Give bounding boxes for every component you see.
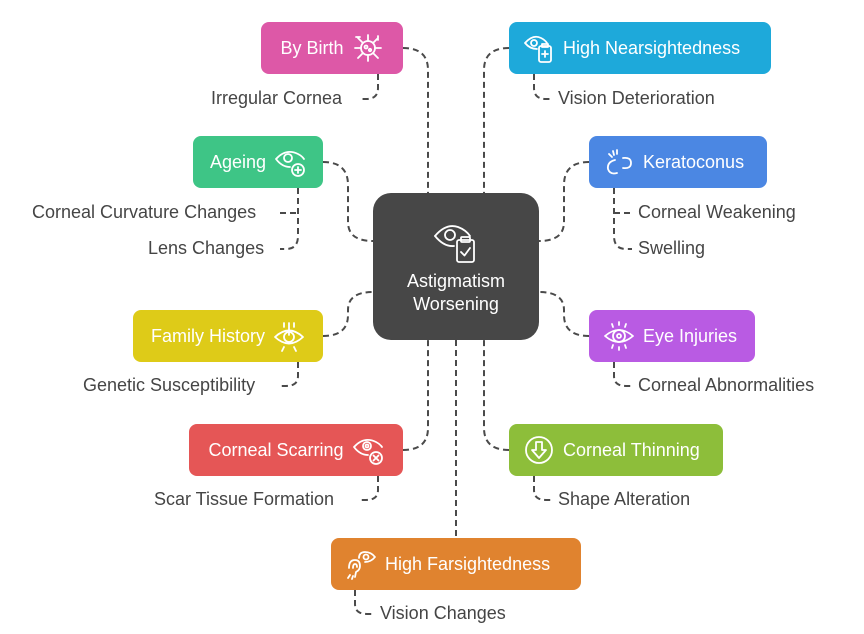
- node-family-history[interactable]: Family History: [133, 310, 323, 362]
- virus-cell-icon: [353, 34, 382, 62]
- ear-eye-icon: [347, 551, 376, 580]
- node-label: Corneal Scarring: [208, 439, 344, 460]
- detail-lens-changes: Lens Changes: [148, 238, 265, 258]
- node-high-nearsightedness[interactable]: High Nearsightedness: [509, 22, 771, 74]
- node-keratoconus[interactable]: Keratoconus: [589, 136, 767, 188]
- connector-shape-alteration: [533, 476, 552, 501]
- detail-shape-alteration: Shape Alteration: [558, 489, 691, 509]
- node-label: Ageing: [209, 151, 267, 172]
- eye-target-icon: [604, 321, 634, 351]
- node-corneal-scarring[interactable]: Corneal Scarring: [189, 424, 403, 476]
- connector-corneal-scarring: [402, 340, 429, 451]
- connector-high-nearsightedness: [483, 47, 510, 193]
- connector-vision-deterioration: [533, 74, 552, 100]
- detail-vision-deterioration: Vision Deterioration: [558, 88, 715, 108]
- center-title-line2: Worsening: [413, 293, 499, 314]
- node-label: Family History: [150, 325, 265, 346]
- detail-genetic-susceptibility: Genetic Susceptibility: [83, 375, 256, 395]
- eye-dna-icon: [274, 322, 304, 352]
- connector-corneal-abnormalities: [613, 362, 632, 387]
- arrow-down-circle-icon: [525, 436, 553, 464]
- eye-medical-clipboard-icon: [524, 35, 552, 63]
- detail-corneal-curvature-changes: Corneal Curvature Changes: [32, 202, 257, 222]
- connector-keratoconus: [538, 161, 590, 242]
- eye-plus-icon: [275, 150, 305, 177]
- connector-scar-tissue: [360, 476, 379, 501]
- connector-genetic-susceptibility: [280, 362, 299, 387]
- node-label: Keratoconus: [643, 151, 745, 172]
- center-node[interactable]: Astigmatism Worsening: [373, 193, 539, 340]
- connector-vision-changes: [354, 590, 373, 615]
- eye-clipboard-check-icon: [434, 224, 475, 263]
- detail-scar-tissue-formation: Scar Tissue Formation: [154, 489, 335, 509]
- node-by-birth[interactable]: By Birth: [261, 22, 403, 74]
- connector-corneal-weakening: [613, 188, 632, 250]
- node-label: High Nearsightedness: [563, 37, 741, 58]
- connector-ageing: [322, 161, 374, 242]
- connector-eye-injuries: [538, 291, 590, 337]
- detail-corneal-weakening: Corneal Weakening: [638, 202, 796, 222]
- node-corneal-thinning[interactable]: Corneal Thinning: [509, 424, 723, 476]
- detail-irregular-cornea: Irregular Cornea: [211, 88, 343, 108]
- node-eye-injuries[interactable]: Eye Injuries: [589, 310, 755, 362]
- connector-family-history: [322, 291, 374, 337]
- detail-corneal-abnormalities: Corneal Abnormalities: [638, 375, 815, 395]
- connector-irregular-cornea: [360, 74, 379, 100]
- node-label: By Birth: [280, 37, 344, 58]
- node-label: Corneal Thinning: [563, 439, 700, 460]
- connector-by-birth: [402, 47, 429, 193]
- broken-link-icon: [606, 149, 632, 175]
- center-title-line1: Astigmatism: [406, 270, 505, 291]
- eye-x-icon: [352, 438, 383, 465]
- detail-swelling: Swelling: [638, 238, 706, 258]
- connector-corneal-thinning: [483, 340, 510, 451]
- detail-vision-changes: Vision Changes: [380, 603, 506, 623]
- node-ageing[interactable]: Ageing: [193, 136, 323, 188]
- node-high-farsightedness[interactable]: High Farsightedness: [331, 538, 581, 590]
- node-label: Eye Injuries: [643, 325, 738, 346]
- node-label: High Farsightedness: [385, 553, 551, 574]
- connector-corneal-curvature: [280, 188, 299, 250]
